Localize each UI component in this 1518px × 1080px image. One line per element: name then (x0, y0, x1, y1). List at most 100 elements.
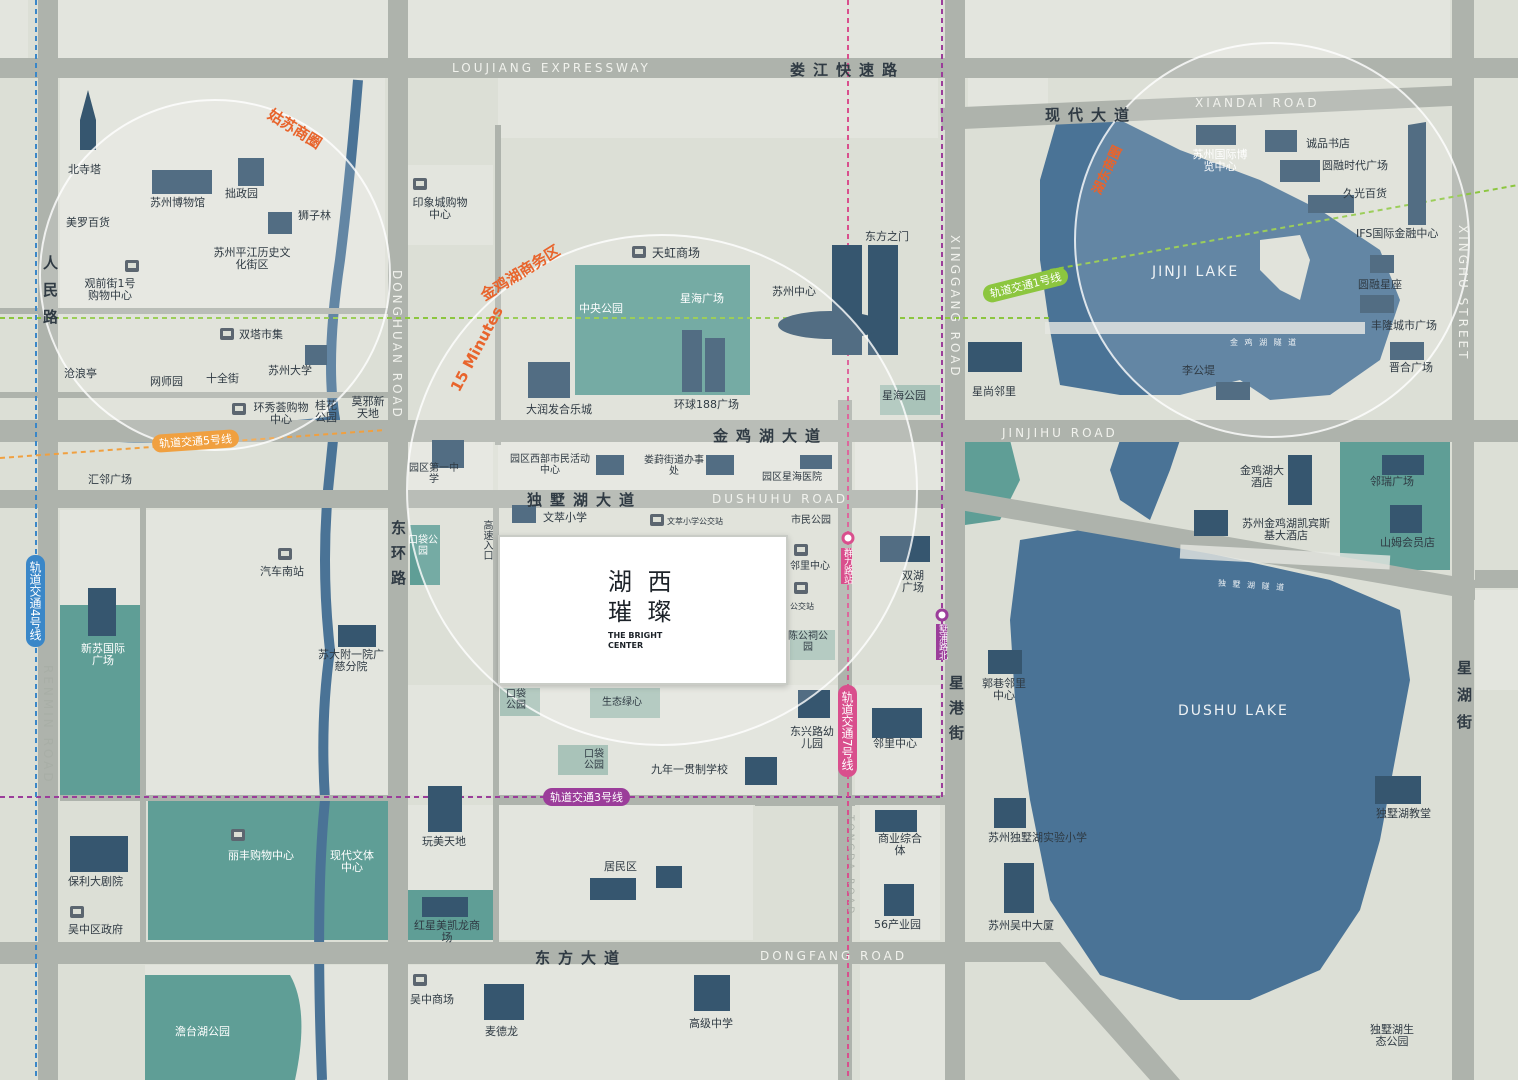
poi-xinghai-hosp[interactable]: 园区星海医院 (762, 472, 822, 483)
poi-jiunian[interactable]: 九年一贯制学校 (651, 763, 728, 776)
poi-guihua[interactable]: 桂花公园 (315, 399, 337, 424)
poi-high-school[interactable]: 高级中学 (689, 1017, 733, 1030)
poi-loufeng[interactable]: 娄葑街道办事处 (644, 455, 704, 477)
poi-ligongdi[interactable]: 李公堤 (1182, 364, 1215, 377)
metro-line-7-label[interactable]: 轨道交通7号线 (838, 685, 857, 777)
poi-moye[interactable]: 莫邪新天地 (351, 395, 385, 420)
metro-line-4-label[interactable]: 轨道交通4号线 (26, 555, 45, 647)
poi-wangshi[interactable]: 网师园 (150, 375, 183, 388)
poi-dongfang-gate[interactable]: 东方之门 (865, 230, 909, 243)
road-dushuhu: 独墅湖大道 (527, 491, 643, 509)
poi-beisita[interactable]: 北寺塔 (68, 163, 101, 176)
poi-mcd[interactable]: 麦德龙 (485, 1025, 518, 1038)
metro-line-1-east (1049, 184, 1518, 271)
poi-poly[interactable]: 保利大剧院 (68, 875, 123, 888)
poi-wuzhong-mall[interactable]: 吴中商场 (410, 993, 454, 1006)
poi-yuanrong[interactable]: 圆融时代广场 (1322, 159, 1388, 172)
road-donghuan-en: DONGHUAN ROAD (390, 270, 404, 420)
poi-xinsu[interactable]: 新苏国际广场 (81, 642, 125, 667)
poi-eco-green[interactable]: 生态绿心 (602, 697, 642, 708)
poi-wanmei[interactable]: 玩美天地 (422, 835, 466, 848)
poi-shimin[interactable]: 园区西部市民活动中心 (510, 454, 590, 476)
poi-shuangta[interactable]: 双塔市集 (239, 328, 283, 341)
station-qunxing[interactable] (841, 531, 855, 545)
road-tongda-en: TONGDA ROAD (845, 815, 855, 917)
road-loujiang-en: LOUJIANG EXPRESSWAY (452, 61, 651, 75)
poi-linli[interactable]: 邻里中心 (790, 561, 830, 572)
poi-dushu-eco[interactable]: 独墅湖生态公园 (1370, 1023, 1414, 1048)
poi-car-south[interactable]: 汽车南站 (260, 565, 304, 578)
poi-huanxiu[interactable]: 环秀荟购物中心 (253, 401, 309, 426)
poi-residence[interactable]: 居民区 (604, 860, 637, 873)
poi-shuanghu[interactable]: 双湖广场 (902, 569, 924, 594)
poi-guanqian[interactable]: 观前街1号购物中心 (84, 277, 136, 302)
road-xiandai-en: XIANDAI ROAD (1195, 96, 1320, 110)
poi-xinghai-park[interactable]: 星海公园 (882, 389, 926, 402)
poi-kempinski[interactable]: 苏州金鸡湖凯宾斯基大酒店 (1242, 517, 1330, 542)
poi-wuzhong-tower[interactable]: 苏州吴中大厦 (988, 919, 1054, 932)
poi-pingjiang[interactable]: 苏州平江历史文化街区 (213, 246, 291, 271)
poi-pocket-park2[interactable]: 口袋公园 (506, 689, 526, 711)
poi-chengpin[interactable]: 诚品书店 (1306, 137, 1350, 150)
poi-tianhong[interactable]: 天虹商场 (652, 246, 701, 260)
poi-zhuozheng[interactable]: 拙政园 (225, 187, 258, 200)
bus-icon-3 (278, 548, 292, 560)
poi-guoxiang[interactable]: 郭巷邻里中心 (982, 677, 1026, 702)
poi-museum[interactable]: 苏州博物馆 (150, 196, 205, 209)
metro-line-3-label[interactable]: 轨道交通3号线 (543, 788, 630, 806)
poi-central-park[interactable]: 中央公园 (579, 302, 623, 315)
dushu-lake (1010, 525, 1410, 1000)
poi-lifeng[interactable]: 丽丰购物中心 (228, 849, 294, 862)
jinji-lake-lower (1110, 440, 1180, 520)
poi-shizilin[interactable]: 狮子林 (298, 209, 331, 222)
poi-xingshang[interactable]: 星尚邻里 (972, 385, 1016, 398)
poi-suzhou-center[interactable]: 苏州中心 (772, 285, 816, 298)
poi-industry56[interactable]: 56产业园 (874, 918, 921, 931)
poi-sufu[interactable]: 苏大附一院广慈分院 (318, 648, 384, 673)
poi-canglang[interactable]: 沧浪亭 (64, 367, 97, 380)
poi-linli2[interactable]: 邻里中心 (873, 737, 917, 750)
poi-hongxing[interactable]: 红星美凯龙商场 (414, 919, 480, 944)
station-xingpu[interactable] (935, 608, 949, 622)
poi-dantai[interactable]: 澹台湖公园 (175, 1025, 230, 1038)
poi-ifs[interactable]: IFS国际金融中心 (1356, 227, 1439, 240)
poi-huilin[interactable]: 汇邻广场 (88, 473, 132, 486)
poi-expo[interactable]: 苏州国际博览中心 (1192, 148, 1248, 173)
poi-dushu-school[interactable]: 苏州独墅湖实验小学 (988, 831, 1087, 844)
poi-chengongci[interactable]: 陈公祠公园 (788, 631, 828, 653)
poi-pocket-park[interactable]: 口袋公园 (408, 535, 438, 557)
poi-jinjihu-hotel[interactable]: 金鸡湖大酒店 (1240, 464, 1284, 489)
poi-xinghai-sq[interactable]: 星海广场 (680, 292, 724, 305)
market-icon (220, 328, 234, 340)
poi-huanqiu[interactable]: 环球188广场 (674, 398, 739, 411)
poi-wencui[interactable]: 文萃小学 (543, 511, 587, 524)
poi-linrui[interactable]: 邻瑞广场 (1370, 475, 1414, 488)
poi-shanmu[interactable]: 山姆会员店 (1380, 536, 1435, 549)
poi-wuzhong-gov[interactable]: 吴中区政府 (68, 923, 123, 936)
poi-suda[interactable]: 苏州大学 (268, 364, 312, 377)
poi-shimin-park[interactable]: 市民公园 (791, 515, 831, 526)
mall-icon-4 (632, 246, 646, 258)
poi-yuanqu-1[interactable]: 园区第一中学 (409, 463, 459, 485)
poi-dongxing[interactable]: 东兴路幼儿园 (790, 725, 834, 750)
poi-pocket-park3[interactable]: 口袋公园 (584, 749, 604, 771)
poi-shiquan[interactable]: 十全街 (206, 372, 239, 385)
poi-dushu-church[interactable]: 独墅湖教堂 (1376, 807, 1431, 820)
road-dongfang: 东方大道 (535, 949, 628, 967)
poi-yinxiang[interactable]: 印象城购物中心 (412, 196, 468, 221)
poi-yuanrong-star[interactable]: 圆融星座 (1358, 278, 1402, 291)
station-qunxing-label: 群力路站 (841, 548, 852, 584)
gusu-radius (39, 99, 391, 451)
station-xingpu-label: 墅浦路北 (936, 624, 947, 660)
poi-xiandai-culture[interactable]: 现代文体中心 (330, 849, 374, 874)
poi-jiuguang[interactable]: 久光百货 (1343, 187, 1387, 200)
road-xinggang: 星港街 (947, 675, 965, 750)
poi-meiluo[interactable]: 美罗百货 (66, 216, 110, 229)
poi-wencui-bus[interactable]: 文萃小学公交站 (667, 517, 723, 526)
poi-jinhe[interactable]: 晋合广场 (1389, 361, 1433, 374)
poi-commerce[interactable]: 商业综合体 (878, 832, 922, 857)
poi-bus-station[interactable]: 公交站 (790, 602, 814, 611)
poi-darun[interactable]: 大润发合乐城 (526, 403, 592, 416)
poi-fenglong[interactable]: 丰隆城市广场 (1371, 319, 1437, 332)
